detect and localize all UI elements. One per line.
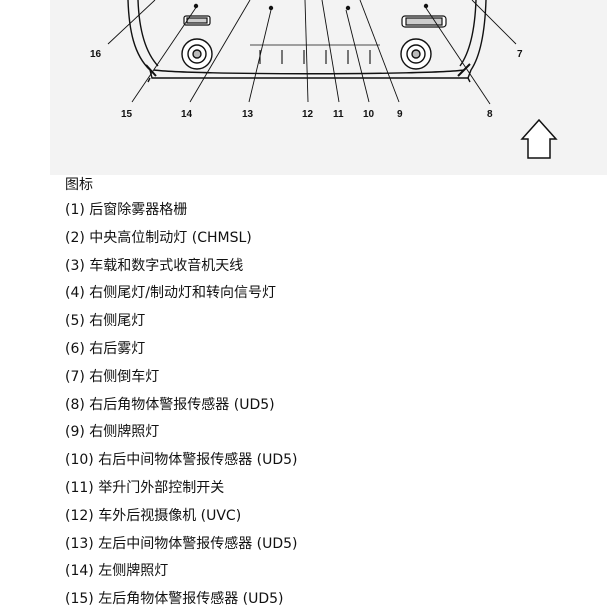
callout-10: 10: [363, 109, 375, 120]
callout-11: 11: [333, 109, 344, 120]
callout-14: 14: [181, 109, 193, 120]
bumper-grille-ticks: [250, 44, 380, 64]
up-arrow-icon: [520, 118, 558, 159]
legend-list: (1) 后窗除雾器格栅 (2) 中央高位制动灯 (CHMSL) (3) 车载和数…: [65, 197, 595, 614]
callout-7: 7: [517, 49, 523, 60]
callout-16: 16: [90, 49, 102, 60]
legend-item: (12) 车外后视摄像机 (UVC): [65, 507, 242, 524]
legend-item: (3) 车载和数字式收音机天线: [65, 257, 244, 274]
legend-item: (2) 中央高位制动灯 (CHMSL): [65, 229, 252, 246]
callout-15: 15: [121, 109, 133, 120]
callout-8: 8: [487, 109, 493, 120]
right-reflector: [401, 15, 447, 28]
callout-9: 9: [397, 109, 403, 120]
legend-item: (7) 右侧倒车灯: [65, 368, 160, 385]
legend: 图标 (1) 后窗除雾器格栅 (2) 中央高位制动灯 (CHMSL) (3) 车…: [65, 175, 595, 614]
legend-item: (4) 右侧尾灯/制动灯和转向信号灯: [65, 285, 276, 302]
left-reflector: [183, 15, 211, 26]
legend-item: (5) 右侧尾灯: [65, 313, 146, 330]
legend-item: (13) 左后中间物体警报传感器 (UD5): [65, 535, 298, 552]
callout-leader-lines: [107, 0, 517, 105]
legend-item: (9) 右侧牌照灯: [65, 424, 160, 441]
legend-item: (10) 右后中间物体警报传感器 (UD5): [65, 452, 298, 469]
right-exhaust-tip: [400, 38, 432, 70]
callout-12: 12: [302, 109, 314, 120]
rear-bumper-diagram: 16 15 14 13 12 11 10 9 8 7: [50, 0, 607, 175]
legend-item: (1) 后窗除雾器格栅: [65, 202, 188, 218]
rear-bumper-outline: [127, 0, 487, 83]
callout-13: 13: [242, 109, 254, 120]
sensor-dots: [193, 3, 429, 11]
legend-item: (8) 右后角物体警报传感器 (UD5): [65, 396, 275, 413]
legend-title: 图标: [65, 177, 93, 193]
legend-item: (6) 右后雾灯: [65, 340, 146, 357]
legend-item: (15) 左后角物体警报传感器 (UD5): [65, 591, 284, 608]
legend-item: (11) 举升门外部控制开关: [65, 479, 225, 496]
legend-item: (14) 左侧牌照灯: [65, 563, 169, 580]
left-exhaust-tip: [181, 38, 213, 70]
